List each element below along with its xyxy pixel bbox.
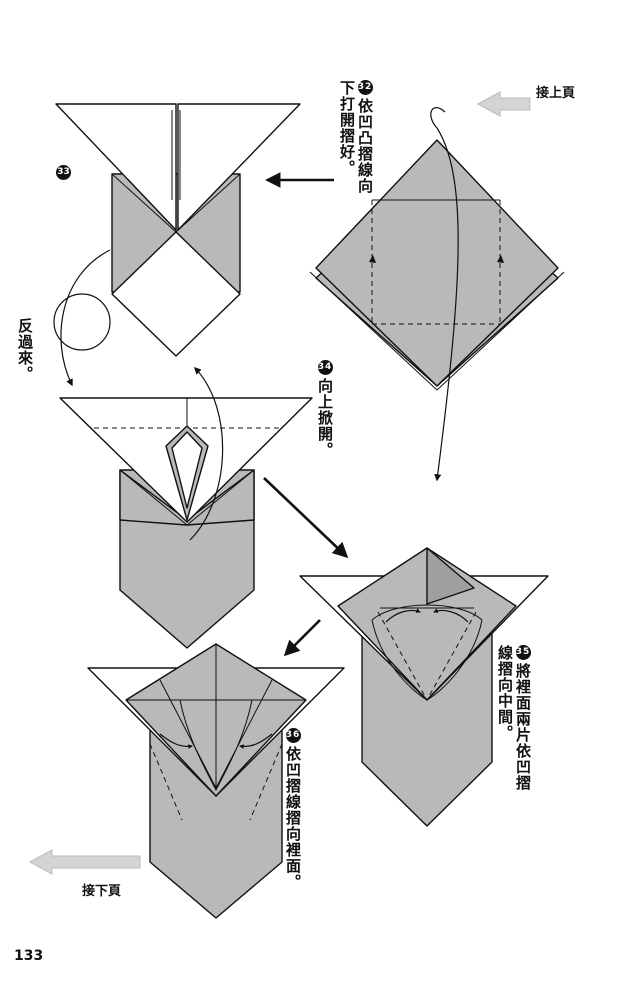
step-33-text: 反過來。 [16, 318, 34, 382]
step-32-text: 依凹凸摺線向下打開摺好。 [338, 80, 374, 194]
step-32-number: 32 [357, 80, 373, 95]
step-34-number: 34 [317, 360, 333, 375]
step-34-figure [59, 366, 313, 649]
page-number: 133 [14, 948, 44, 964]
arrow-35-to-36 [283, 619, 321, 657]
step-34-text: 向上掀開。 [316, 378, 334, 458]
arrow-34-to-35 [263, 477, 349, 559]
step-32-figure [309, 107, 565, 482]
continue-to-label: 接下頁 [82, 884, 122, 899]
step-36-text: 依凹摺線摺向裡面。 [284, 746, 302, 890]
step-35-number: 35 [515, 645, 531, 660]
continue-from-arrow [476, 91, 531, 117]
step-35-text: 將裡面兩片依凹摺線摺向中間。 [496, 645, 532, 791]
step-35-figure [299, 547, 549, 827]
step-33-instruction: 反過來。 [16, 318, 34, 382]
step-33-figure [53, 103, 301, 387]
step-36-figure [87, 643, 345, 919]
step-32-instruction: 32依凹凸摺線向下打開摺好。 [338, 80, 374, 200]
step-36-instruction: 36 依凹摺線摺向裡面。 [284, 728, 302, 890]
step-34-instruction: 34 向上掀開。 [316, 360, 334, 458]
step-35-instruction: 35將裡面兩片依凹摺線摺向中間。 [496, 645, 532, 795]
step-36-number: 36 [285, 728, 301, 743]
step-33-number: 33 [56, 165, 71, 180]
continue-from-label: 接上頁 [536, 86, 576, 101]
continue-to-arrow [28, 849, 141, 875]
